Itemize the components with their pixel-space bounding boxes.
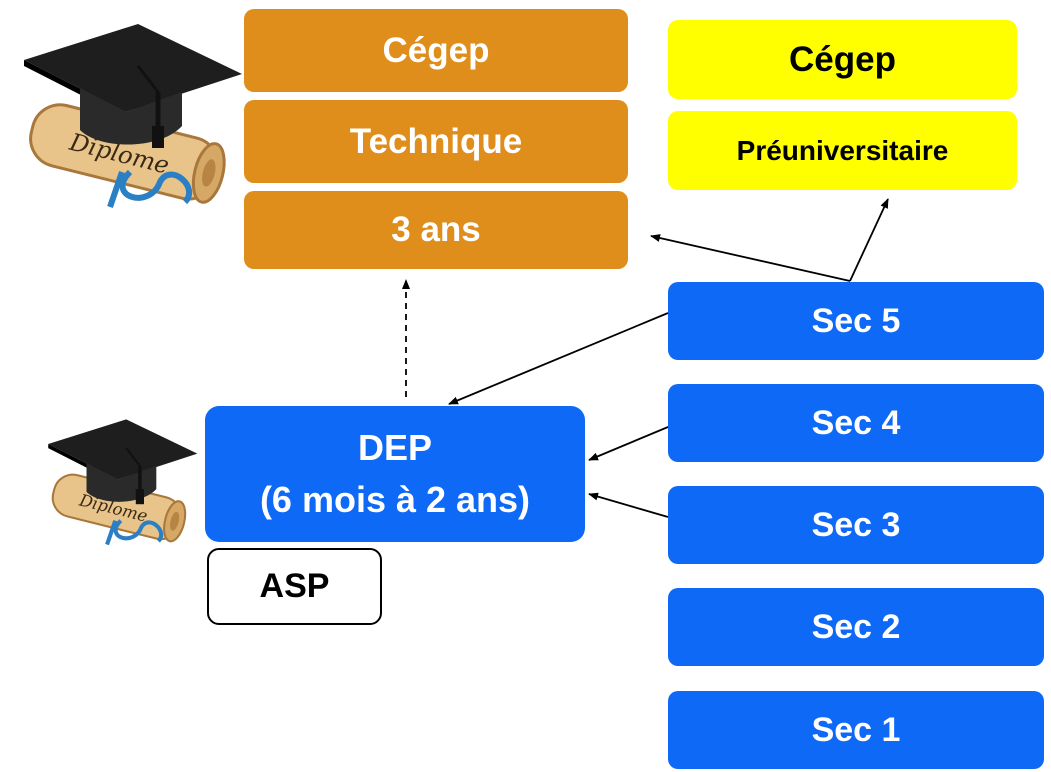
- cegep-preuniversitaire-title-label: Cégep: [789, 39, 896, 79]
- cegep-technique-duration-label: 3 ans: [391, 210, 481, 249]
- dep-box: DEP (6 mois à 2 ans): [205, 406, 585, 542]
- cegep-preuniversitaire-type-box: Préuniversitaire: [668, 111, 1017, 190]
- cegep-technique-title-box: Cégep: [244, 9, 628, 92]
- graduation-cap-diploma-icon: Diplome: [48, 419, 198, 546]
- cegep-technique-duration-box: 3 ans: [244, 191, 628, 269]
- asp-box: ASP: [207, 548, 382, 625]
- sec5-label: Sec 5: [811, 301, 901, 340]
- graduation-cap-diploma-icon: Diplome: [24, 24, 242, 208]
- arrow-sec5-to-dep: [448, 312, 669, 405]
- sec4-label: Sec 4: [811, 403, 901, 442]
- sec1-box: Sec 1: [668, 691, 1044, 769]
- arrow-sec4-to-dep: [588, 426, 669, 461]
- cegep-technique-type-box: Technique: [244, 100, 628, 183]
- cegep-preuniversitaire-title-box: Cégep: [668, 20, 1017, 99]
- arrow-sec3-to-dep: [588, 492, 669, 518]
- sec3-label: Sec 3: [811, 505, 901, 544]
- sec5-box: Sec 5: [668, 282, 1044, 360]
- dep-duration-label: (6 mois à 2 ans): [259, 479, 531, 520]
- arrow-sec5-to-preuniversitaire: [849, 198, 889, 282]
- asp-label: ASP: [259, 567, 330, 605]
- arrow-sec5-to-technique: [650, 234, 851, 282]
- sec4-box: Sec 4: [668, 384, 1044, 462]
- dep-title-label: DEP: [357, 426, 433, 468]
- sec2-box: Sec 2: [668, 588, 1044, 666]
- cegep-technique-title-label: Cégep: [382, 30, 490, 70]
- cegep-technique-type-label: Technique: [349, 121, 523, 161]
- sec3-box: Sec 3: [668, 486, 1044, 564]
- sec1-label: Sec 1: [811, 710, 901, 749]
- cegep-preuniversitaire-type-label: Préuniversitaire: [736, 134, 949, 166]
- sec2-label: Sec 2: [811, 607, 901, 646]
